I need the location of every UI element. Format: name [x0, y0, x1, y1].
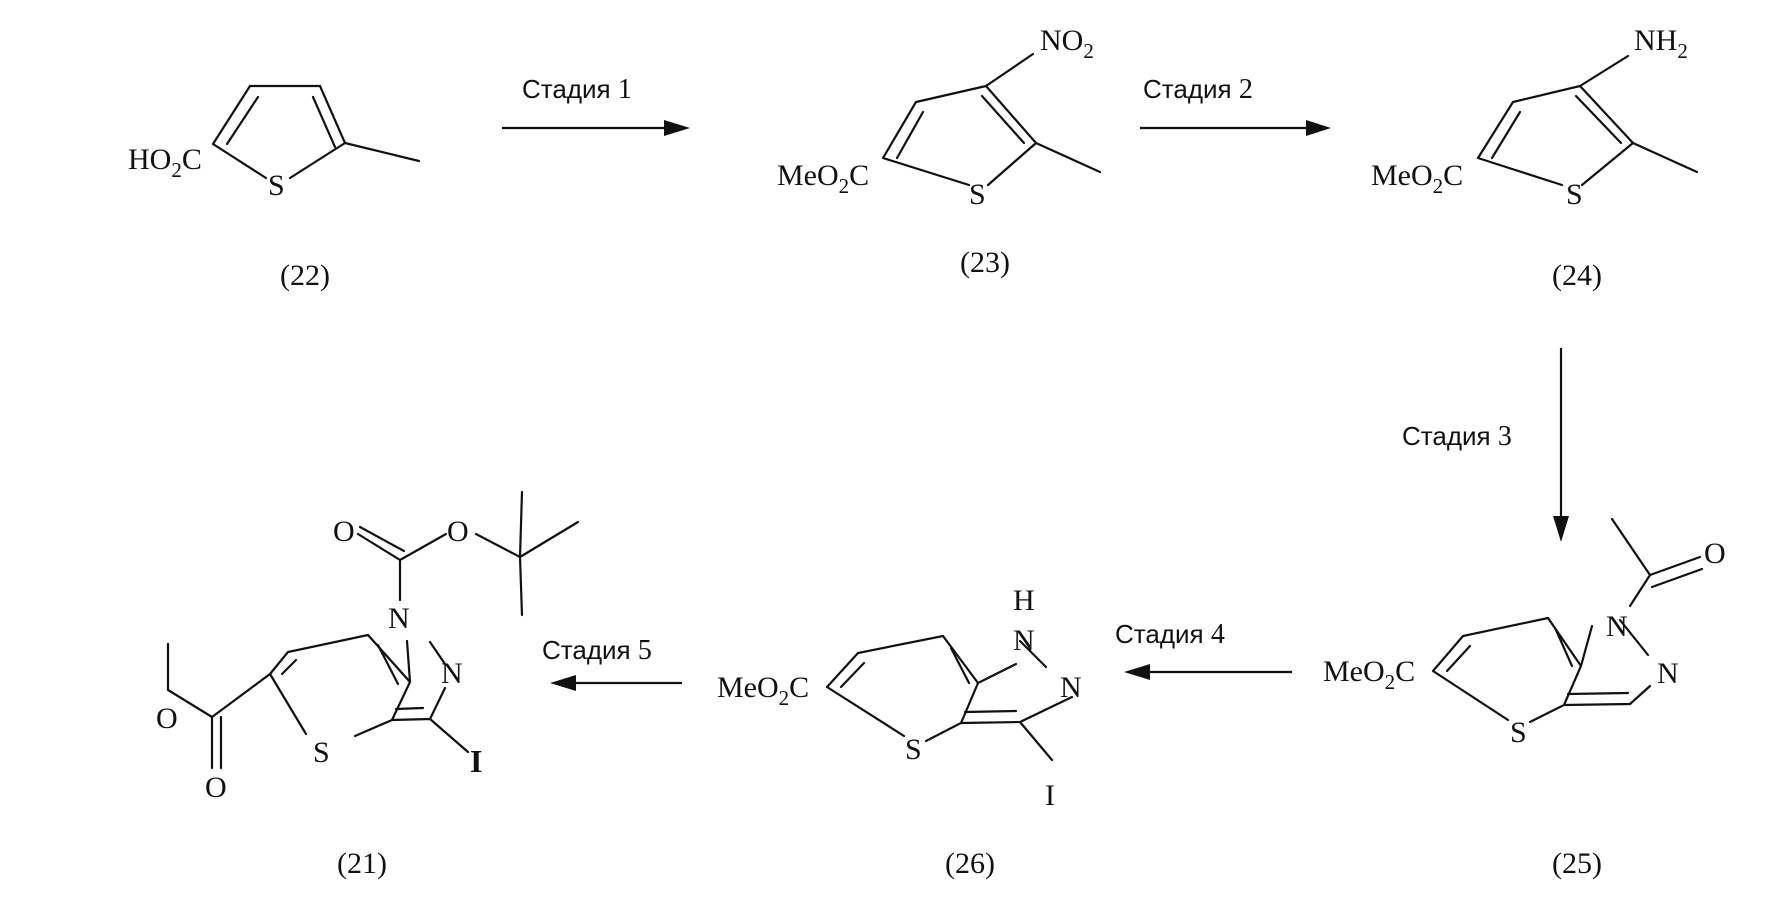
double-bonds — [841, 648, 1016, 712]
nitrogen-1: N — [1606, 610, 1628, 643]
stage-2-arrow: Стадия 2 — [1140, 74, 1331, 136]
boc-carbonyl-oxygen: O — [333, 515, 355, 548]
compound-26: MeO2C H N N I S (26) — [717, 584, 1082, 880]
boc-ester-oxygen: O — [447, 515, 469, 548]
compound-25: MeO2C N N O S (25) — [1323, 519, 1726, 880]
sulfur-atom: S — [969, 178, 986, 211]
double-bonds — [897, 96, 1024, 158]
sulfur-atom: S — [268, 169, 285, 202]
stage-label: Стадия 3 — [1402, 421, 1512, 452]
nitrogen-2: N — [441, 657, 463, 690]
amine-group: NH2 — [1634, 24, 1688, 63]
substituent-text: HO2C — [128, 143, 202, 182]
methyl-ester-oxygen: O — [156, 702, 178, 735]
ester-carbonyl-oxygen: O — [205, 771, 227, 804]
sulfur-atom: S — [1510, 716, 1527, 749]
stage-label: Стадия 2 — [1143, 74, 1253, 105]
arrow-head — [1306, 120, 1331, 136]
thiophene-ring — [883, 86, 1036, 185]
compound-label: (21) — [337, 847, 387, 880]
substituent-text: MeO2C — [777, 159, 869, 198]
arrow-head — [1553, 516, 1569, 542]
stage-5-arrow: Стадия 5 — [542, 635, 682, 691]
stage-3-arrow: Стадия 3 — [1402, 348, 1569, 542]
compound-label: (26) — [945, 847, 995, 880]
iodine-atom: I — [470, 743, 482, 779]
stage-4-arrow: Стадия 4 — [1115, 619, 1292, 680]
compound-21: N N I O O O O S (21) — [156, 492, 578, 880]
boc-bonds — [358, 492, 578, 615]
stage-label: Стадия 1 — [522, 74, 632, 105]
compound-label: (22) — [280, 259, 330, 292]
amine-bond — [1580, 56, 1628, 86]
nitrogen-1: N — [388, 602, 410, 635]
thienopyrazole-rings — [827, 636, 1072, 760]
nitrogen-2: N — [1657, 657, 1679, 690]
acetyl-bonds — [1612, 519, 1702, 606]
thienopyrazole-rings — [270, 635, 468, 752]
thiophene-ring — [213, 86, 345, 178]
substituent-text: MeO2C — [1371, 159, 1463, 198]
compound-24: MeO2C NH2 S (24) — [1371, 24, 1697, 292]
hydrogen-atom: H — [1013, 584, 1035, 617]
arrow-head — [1124, 664, 1150, 680]
methyl-bond — [1036, 143, 1100, 172]
carbonyl-oxygen: O — [1704, 537, 1726, 570]
stage-1-arrow: Стадия 1 — [502, 74, 690, 136]
nitrogen-2: N — [1060, 671, 1082, 704]
arrow-head — [550, 675, 576, 691]
methyl-bond — [1633, 143, 1697, 172]
compound-label: (25) — [1552, 847, 1602, 880]
methyl-ester-bonds — [168, 644, 270, 768]
compound-label: (23) — [960, 246, 1010, 279]
double-bonds — [1447, 630, 1628, 694]
nitro-bond — [986, 54, 1033, 86]
substituent-text: MeO2C — [1323, 655, 1415, 694]
nitro-group: NO2 — [1040, 24, 1094, 63]
compound-label: (24) — [1552, 259, 1602, 292]
arrow-head — [664, 120, 690, 136]
nitrogen-1: N — [1013, 624, 1035, 657]
sulfur-atom: S — [905, 733, 922, 766]
compound-23: MeO2C NO2 S (23) — [777, 24, 1100, 279]
sulfur-atom: S — [313, 736, 330, 769]
methyl-bond — [345, 143, 419, 161]
double-bonds — [227, 97, 335, 147]
iodine-atom: I — [1045, 779, 1055, 812]
thiophene-ring — [1478, 86, 1633, 185]
stage-label: Стадия 5 — [542, 635, 652, 666]
stage-label: Стадия 4 — [1115, 619, 1225, 650]
substituent-text: MeO2C — [717, 671, 809, 710]
sulfur-atom: S — [1566, 178, 1583, 211]
compound-22: HO2C S (22) — [128, 86, 419, 292]
